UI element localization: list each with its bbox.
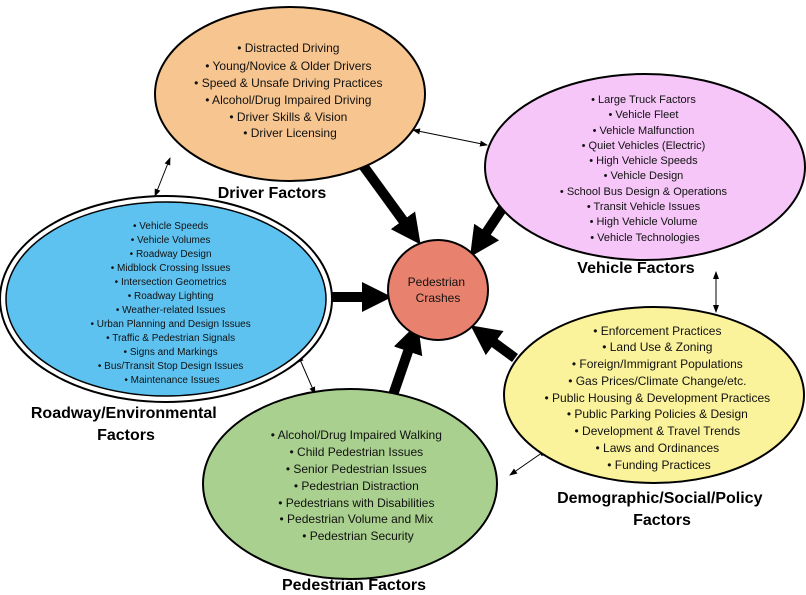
pedestrian-factor-item: • Alcohol/Drug Impaired Walking <box>271 428 442 442</box>
roadway-factor-item: • Urban Planning and Design Issues <box>90 319 250 330</box>
vehicle-factors-ellipse <box>484 73 806 261</box>
pedestrian-factor-item: • Pedestrian Distraction <box>294 479 419 493</box>
vehicle-factor-item: • High Vehicle Volume <box>590 216 698 228</box>
vehicle-factor-item: • School Bus Design & Operations <box>560 186 728 198</box>
vehicle-factor-item: • Vehicle Design <box>604 170 684 182</box>
relationship-connectors <box>154 128 719 476</box>
driver-factor-item: • Distracted Driving <box>237 41 339 55</box>
driver-factors-list: • Distracted Driving • Young/Novice & Ol… <box>194 41 386 140</box>
driver-factor-item: • Driver Licensing <box>243 126 337 140</box>
demographic-factor-item: • Public Parking Policies & Design <box>567 407 748 421</box>
vehicle-factor-item: • Large Truck Factors <box>591 94 696 106</box>
demographic-factor-item: • Land Use & Zoning <box>602 340 712 354</box>
roadway-label-line: Factors <box>97 427 155 444</box>
demographic-factor-item: • Enforcement Practices <box>593 324 721 338</box>
roadway-factor-item: • Vehicle Volumes <box>131 235 211 246</box>
roadway-pedestrian-connector <box>297 354 316 395</box>
demographic-label-line: Demographic/Social/Policy <box>557 490 763 507</box>
roadway-factor-item: • Intersection Geometrics <box>115 277 227 288</box>
roadway-factor-item: • Midblock Crossing Issues <box>111 263 231 274</box>
roadway-factors-label: Roadway/Environmental Factors <box>31 405 221 444</box>
pedestrian-to-center-arrow <box>388 322 423 397</box>
driver-factor-item: • Driver Skills & Vision <box>229 110 347 124</box>
pedestrian-factors-list: • Alcohol/Drug Impaired Walking • Child … <box>271 428 446 543</box>
demographic-factor-item: • Laws and Ordinances <box>596 441 720 455</box>
driver-factors-group: • Distracted Driving • Young/Novice & Ol… <box>154 6 426 202</box>
roadway-factor-item: • Traffic & Pedestrian Signals <box>106 333 235 344</box>
demographic-label-line: Factors <box>633 512 691 529</box>
pedestrian-demographic-connector <box>509 449 547 476</box>
driver-factor-item: • Speed & Unsafe Driving Practices <box>194 76 382 90</box>
vehicle-factor-item: • Vehicle Fleet <box>609 109 679 121</box>
roadway-label-line: Roadway/Environmental <box>31 405 217 422</box>
driver-to-center-arrow <box>357 161 421 245</box>
vehicle-factors-group: • Large Truck Factors • Vehicle Fleet • … <box>484 73 806 277</box>
pedestrian-crashes-circle <box>387 239 489 341</box>
roadway-factors-ellipse <box>5 201 327 397</box>
demographic-factor-item: • Foreign/Immigrant Populations <box>572 357 743 371</box>
vehicle-factor-item: • Quiet Vehicles (Electric) <box>582 140 706 152</box>
roadway-factor-item: • Weather-related Issues <box>116 305 225 316</box>
driver-factor-item: • Young/Novice & Older Drivers <box>205 59 371 73</box>
roadway-factor-item: • Roadway Design <box>130 249 212 260</box>
driver-roadway-connector <box>154 157 171 197</box>
vehicle-factor-item: • Transit Vehicle Issues <box>587 201 701 213</box>
vehicle-factors-label: Vehicle Factors <box>577 260 694 277</box>
vehicle-factors-list: • Large Truck Factors • Vehicle Fleet • … <box>560 94 730 244</box>
pedestrian-factor-item: • Pedestrian Security <box>302 529 414 543</box>
roadway-factor-item: • Vehicle Speeds <box>133 221 208 232</box>
pedestrian-factor-item: • Senior Pedestrian Issues <box>286 462 427 476</box>
driver-factor-item: • Alcohol/Drug Impaired Driving <box>205 93 371 107</box>
roadway-factor-item: • Signs and Markings <box>124 347 218 358</box>
vehicle-factor-item: • High Vehicle Speeds <box>589 155 698 167</box>
driver-vehicle-connector <box>412 128 488 147</box>
pedestrian-factor-item: • Child Pedestrian Issues <box>290 445 424 459</box>
pedestrian-factors-label: Pedestrian Factors <box>282 577 426 594</box>
pedestrian-factors-ellipse <box>202 388 498 580</box>
driver-factors-label: Driver Factors <box>218 185 327 202</box>
pedestrian-crashes-node: Pedestrian Crashes <box>387 239 489 341</box>
demographic-factor-item: • Funding Practices <box>607 458 711 472</box>
demographic-factor-item: • Public Housing & Development Practices <box>545 391 771 405</box>
demographic-factors-group: • Enforcement Practices • Land Use & Zon… <box>503 306 805 529</box>
roadway-factor-item: • Maintenance Issues <box>124 375 219 386</box>
center-label-line: Pedestrian <box>408 275 465 289</box>
pedestrian-factors-group: • Alcohol/Drug Impaired Walking • Child … <box>202 388 498 594</box>
demographic-factors-list: • Enforcement Practices • Land Use & Zon… <box>545 324 774 472</box>
demographic-factors-ellipse <box>503 306 805 484</box>
pedestrian-factor-item: • Pedestrians with Disabilities <box>278 496 434 510</box>
demographic-to-center-arrow <box>470 325 518 363</box>
roadway-factors-group: • Vehicle Speeds • Vehicle Volumes • Roa… <box>0 195 333 444</box>
roadway-factors-list: • Vehicle Speeds • Vehicle Volumes • Roa… <box>90 221 253 386</box>
vehicle-factor-item: • Vehicle Malfunction <box>593 125 695 137</box>
demographic-factor-item: • Gas Prices/Climate Change/etc. <box>568 374 746 388</box>
pedestrian-crashes-label: Pedestrian Crashes <box>408 275 469 305</box>
roadway-factor-item: • Roadway Lighting <box>128 291 214 302</box>
vehicle-factor-item: • Vehicle Technologies <box>590 232 700 244</box>
demographic-factors-label: Demographic/Social/Policy Factors <box>557 490 767 529</box>
center-label-line: Crashes <box>416 291 461 305</box>
pedestrian-factor-item: • Pedestrian Volume and Mix <box>280 512 434 526</box>
driver-factors-ellipse <box>154 6 426 182</box>
demographic-factor-item: • Development & Travel Trends <box>575 424 741 438</box>
roadway-factor-item: • Bus/Transit Stop Design Issues <box>98 361 243 372</box>
